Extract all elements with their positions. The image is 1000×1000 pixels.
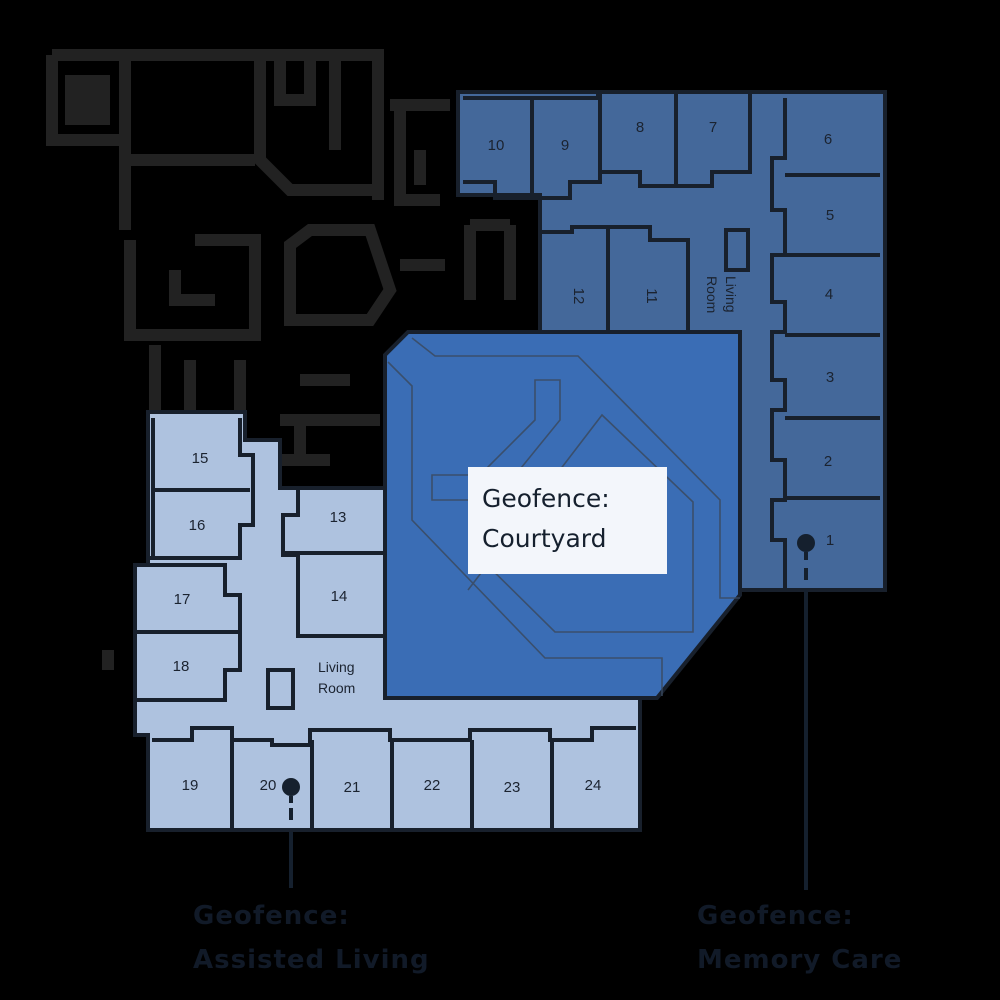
memory-care-room-labels: 1 2 3 4 5 6 7 8 9 10 11 12 Living Room <box>488 119 835 549</box>
memory-care-legend-line1: Geofence: <box>697 901 854 931</box>
room-22-label: 22 <box>424 777 441 794</box>
memory-care-living-room-label-2: Room <box>704 276 720 313</box>
assisted-living-geofence-legend: Geofence: Assisted Living <box>193 894 430 982</box>
assisted-living-legend-line2: Assisted Living <box>193 945 430 975</box>
room-9-label: 9 <box>561 137 569 154</box>
location-pin-icon <box>282 778 300 796</box>
room-14-label: 14 <box>331 588 348 605</box>
room-18-label: 18 <box>173 658 190 675</box>
location-pin-icon <box>797 534 815 552</box>
memory-care-living-room-label: Living <box>723 276 739 313</box>
assisted-living-room-labels: 13 14 15 16 17 18 19 20 21 22 23 24 Livi… <box>173 450 602 796</box>
room-3-label: 3 <box>826 369 834 386</box>
courtyard-geofence-label: Geofence: Courtyard <box>468 467 667 574</box>
assisted-living-living-room-label-2: Room <box>318 680 355 696</box>
room-20-label: 20 <box>260 777 277 794</box>
room-5-label: 5 <box>826 207 834 224</box>
assisted-living-zone <box>133 410 642 832</box>
room-4-label: 4 <box>825 286 833 303</box>
memory-care-marker <box>797 534 815 890</box>
room-19-label: 19 <box>182 777 199 794</box>
assisted-living-legend-line1: Geofence: <box>193 901 350 931</box>
room-2-label: 2 <box>824 453 832 470</box>
room-12-label: 12 <box>570 288 587 305</box>
room-15-label: 15 <box>192 450 209 467</box>
assisted-living-marker <box>282 778 300 888</box>
room-11-label: 11 <box>643 288 660 304</box>
room-1-label: 1 <box>826 532 834 549</box>
room-21-label: 21 <box>344 779 361 796</box>
assisted-living-living-room-label: Living <box>318 659 355 675</box>
room-16-label: 16 <box>189 517 206 534</box>
room-17-label: 17 <box>174 591 191 608</box>
service-wing <box>46 49 516 670</box>
courtyard-label-line1: Geofence: <box>482 484 610 513</box>
room-10-label: 10 <box>488 137 505 154</box>
room-8-label: 8 <box>636 119 644 136</box>
room-24-label: 24 <box>585 777 602 794</box>
memory-care-geofence-legend: Geofence: Memory Care <box>697 894 902 982</box>
courtyard-label-line2: Courtyard <box>482 524 607 553</box>
memory-care-legend-line2: Memory Care <box>697 945 903 975</box>
room-7-label: 7 <box>709 119 717 136</box>
room-23-label: 23 <box>504 779 521 796</box>
room-13-label: 13 <box>330 509 347 526</box>
stair-block <box>65 75 110 125</box>
room-6-label: 6 <box>824 131 832 148</box>
